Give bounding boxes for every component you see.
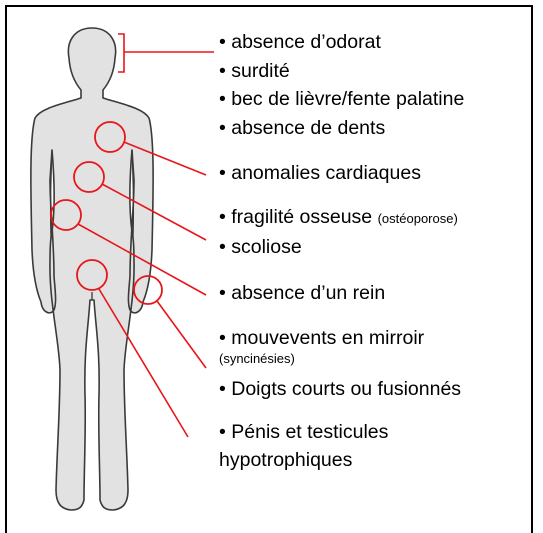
label-absence-dents: • absence de dents [219,117,385,139]
label-fragilite-osseuse-main: • fragilité osseuse [219,206,378,228]
label-absence-odorat: • absence d’odorat [219,31,381,53]
label-absence-rein: • absence d’un rein [219,282,385,304]
human-body-silhouette [31,28,153,510]
label-mouvements-mirroir-main: • mouvevents en mirroir [219,327,424,349]
label-mouvements-mirroir: • mouvevents en mirroir (syncinésies) [219,327,424,367]
label-fragilite-osseuse: • fragilité osseuse (ostéoporose) [219,206,458,230]
head-bracket [118,34,214,72]
label-scoliose: • scoliose [219,236,302,258]
label-fragilite-osseuse-note: (ostéoporose) [378,211,458,226]
label-surdite: • surdité [219,60,290,82]
label-fente-palatine: • bec de lièvre/fente palatine [219,88,464,110]
label-mouvements-mirroir-note: (syncinésies) [219,351,424,367]
mirror-movement-callout-line [157,301,206,368]
label-penis-testicules: • Pénis et testicules hypotrophiques [219,418,519,474]
label-doigts-courts: • Doigts courts ou fusionnés [219,378,461,400]
label-anomalies-cardiaques: • anomalies cardiaques [219,162,421,184]
